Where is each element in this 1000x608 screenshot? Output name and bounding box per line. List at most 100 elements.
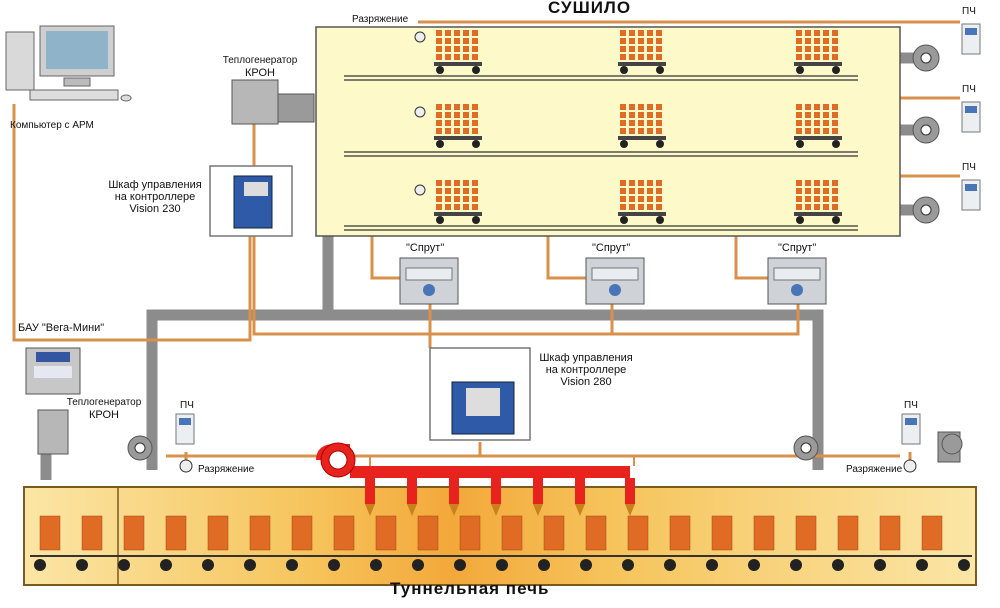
pch-label-2: ПЧ [962,84,976,95]
kiln-brick-stack [795,515,817,551]
computer-workstation [5,25,132,102]
burner-nozzle [407,478,417,504]
kiln-brick-stack [921,515,943,551]
drying-cart [794,180,842,224]
kiln-wheel [622,559,634,571]
bau-label: БАУ "Вега-Мини" [18,322,105,334]
sprut-device [767,257,827,305]
drying-cart [618,104,666,148]
vacuum-label-right: Разряжение [846,464,903,475]
dryer-fans [912,44,940,224]
kiln-wheel [832,559,844,571]
kiln-brick-stack [669,515,691,551]
cabinet280-label-2: на контроллере [545,364,627,376]
pch-label-5: ПЧ [904,400,918,411]
burner-nozzle [365,478,375,504]
burner-flame [533,504,543,516]
frequency-converters [175,23,981,445]
kiln-wheel [34,559,46,571]
pch-device [901,413,921,445]
dryer-chamber [315,26,901,237]
kiln-wheel [244,559,256,571]
burner-nozzle [491,478,501,504]
kiln-brick-stack [165,515,187,551]
heatgen-bottom-label-1: Теплогенератор [66,397,142,408]
cabinet280-label-3: Vision 280 [560,376,612,388]
cabinet230-label-3: Vision 230 [129,203,181,215]
kiln-brick-stack [375,515,397,551]
kiln-wheel [496,559,508,571]
kiln-wheel [538,559,550,571]
kiln-brick-stack [291,515,313,551]
drying-cart [434,104,482,148]
kiln-fans [127,431,963,463]
burner-system [316,442,635,516]
pch-device [175,413,195,445]
kiln-brick-stack [81,515,103,551]
cabinet230-label-2: на контроллере [114,191,196,203]
kiln-wheel [118,559,130,571]
kiln-wheel [664,559,676,571]
kiln-wheel [202,559,214,571]
pch-device [961,23,981,55]
burner-nozzle [449,478,459,504]
kiln-bricks [39,515,943,551]
kiln-brick-stack [837,515,859,551]
dryer-rails [344,75,858,231]
kiln-brick-stack [543,515,565,551]
sprut-label-1: "Спрут" [406,242,445,254]
pch-device [961,179,981,211]
burner-flame [575,504,585,516]
sprut-device [585,257,645,305]
cabinet230-label-1: Шкаф управления [108,179,202,191]
pch-label-1: ПЧ [962,6,976,17]
burner-flame [625,504,635,516]
kiln-wheel [328,559,340,571]
cabinet280-label-1: Шкаф управления [539,352,633,364]
kiln-wheels [34,559,970,571]
kiln-brick-stack [459,515,481,551]
pch-label-3: ПЧ [962,162,976,173]
vacuum-label-top: Разряжение [352,14,409,25]
kiln-wheel [580,559,592,571]
cabinet-vision280 [429,347,531,441]
heatgen-bottom-label-2: КРОН [88,409,119,421]
pch-device [961,101,981,133]
kiln-brick-stack [711,515,733,551]
kiln-wheel [874,559,886,571]
kiln-brick-stack [417,515,439,551]
burner-nozzle [533,478,543,504]
kiln-title: Туннельная печь [390,579,550,598]
burner-nozzle [625,478,635,504]
kiln-brick-stack [333,515,355,551]
kiln-brick-stack [501,515,523,551]
kiln-wheel [412,559,424,571]
kiln-wheel [160,559,172,571]
heat-generator-bottom [37,409,69,455]
kiln-brick-stack [123,515,145,551]
sprut-devices [399,257,827,305]
heatgen-top-label-1: Теплогенератор [222,55,298,66]
kiln-wheel [454,559,466,571]
kiln-wheel [370,559,382,571]
drying-cart [618,180,666,224]
cabinet-vision230 [209,165,293,237]
drying-cart [794,104,842,148]
kiln-brick-stack [879,515,901,551]
kiln-brick-stack [207,515,229,551]
dryer-sensors [414,31,426,196]
sprut-label-3: "Спрут" [778,242,817,254]
kiln-wheel [916,559,928,571]
drying-carts [434,30,842,224]
drying-cart [434,180,482,224]
kiln-brick-stack [39,515,61,551]
kiln-wheel [958,559,970,571]
burner-flame [407,504,417,516]
bau-vega-device [25,347,81,395]
sprut-device [399,257,459,305]
dryer-fan [912,44,940,72]
burner-nozzle [575,478,585,504]
kiln-wheel [76,559,88,571]
drying-cart [794,30,842,74]
